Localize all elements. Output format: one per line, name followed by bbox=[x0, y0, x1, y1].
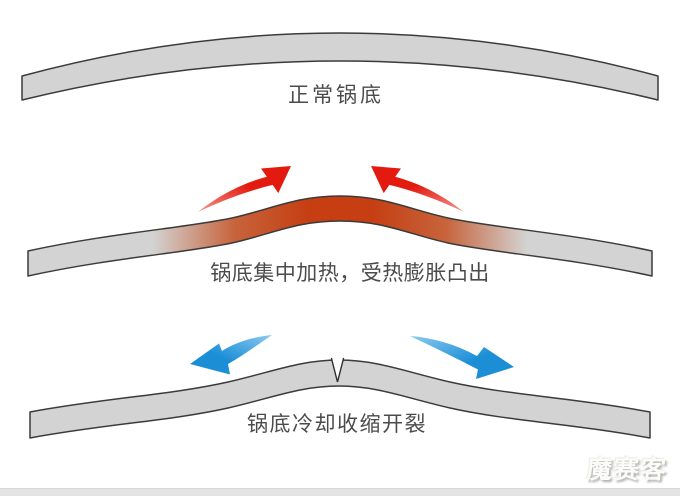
shrink-arrow-right-icon bbox=[410, 336, 514, 379]
normal-pan-label: 正常锅底 bbox=[288, 84, 384, 107]
bottom-edge-strip bbox=[0, 488, 680, 496]
cracked-pan-label: 锅底冷却收缩开裂 bbox=[247, 413, 427, 436]
heated-pan-label: 锅底集中加热，受热膨胀凸出 bbox=[210, 262, 490, 285]
heated-pan-band bbox=[27, 195, 653, 277]
cracked-pan-band bbox=[29, 359, 651, 439]
crack-notch-fill bbox=[331, 358, 344, 383]
shrink-arrow-left-icon bbox=[190, 335, 272, 375]
crack-notch bbox=[330, 357, 345, 383]
normal-pan-band bbox=[21, 32, 659, 101]
expansion-arrow-right-icon bbox=[371, 166, 464, 212]
watermark: 魔赛客 bbox=[585, 456, 669, 484]
expansion-arrow-left-icon bbox=[198, 166, 291, 212]
